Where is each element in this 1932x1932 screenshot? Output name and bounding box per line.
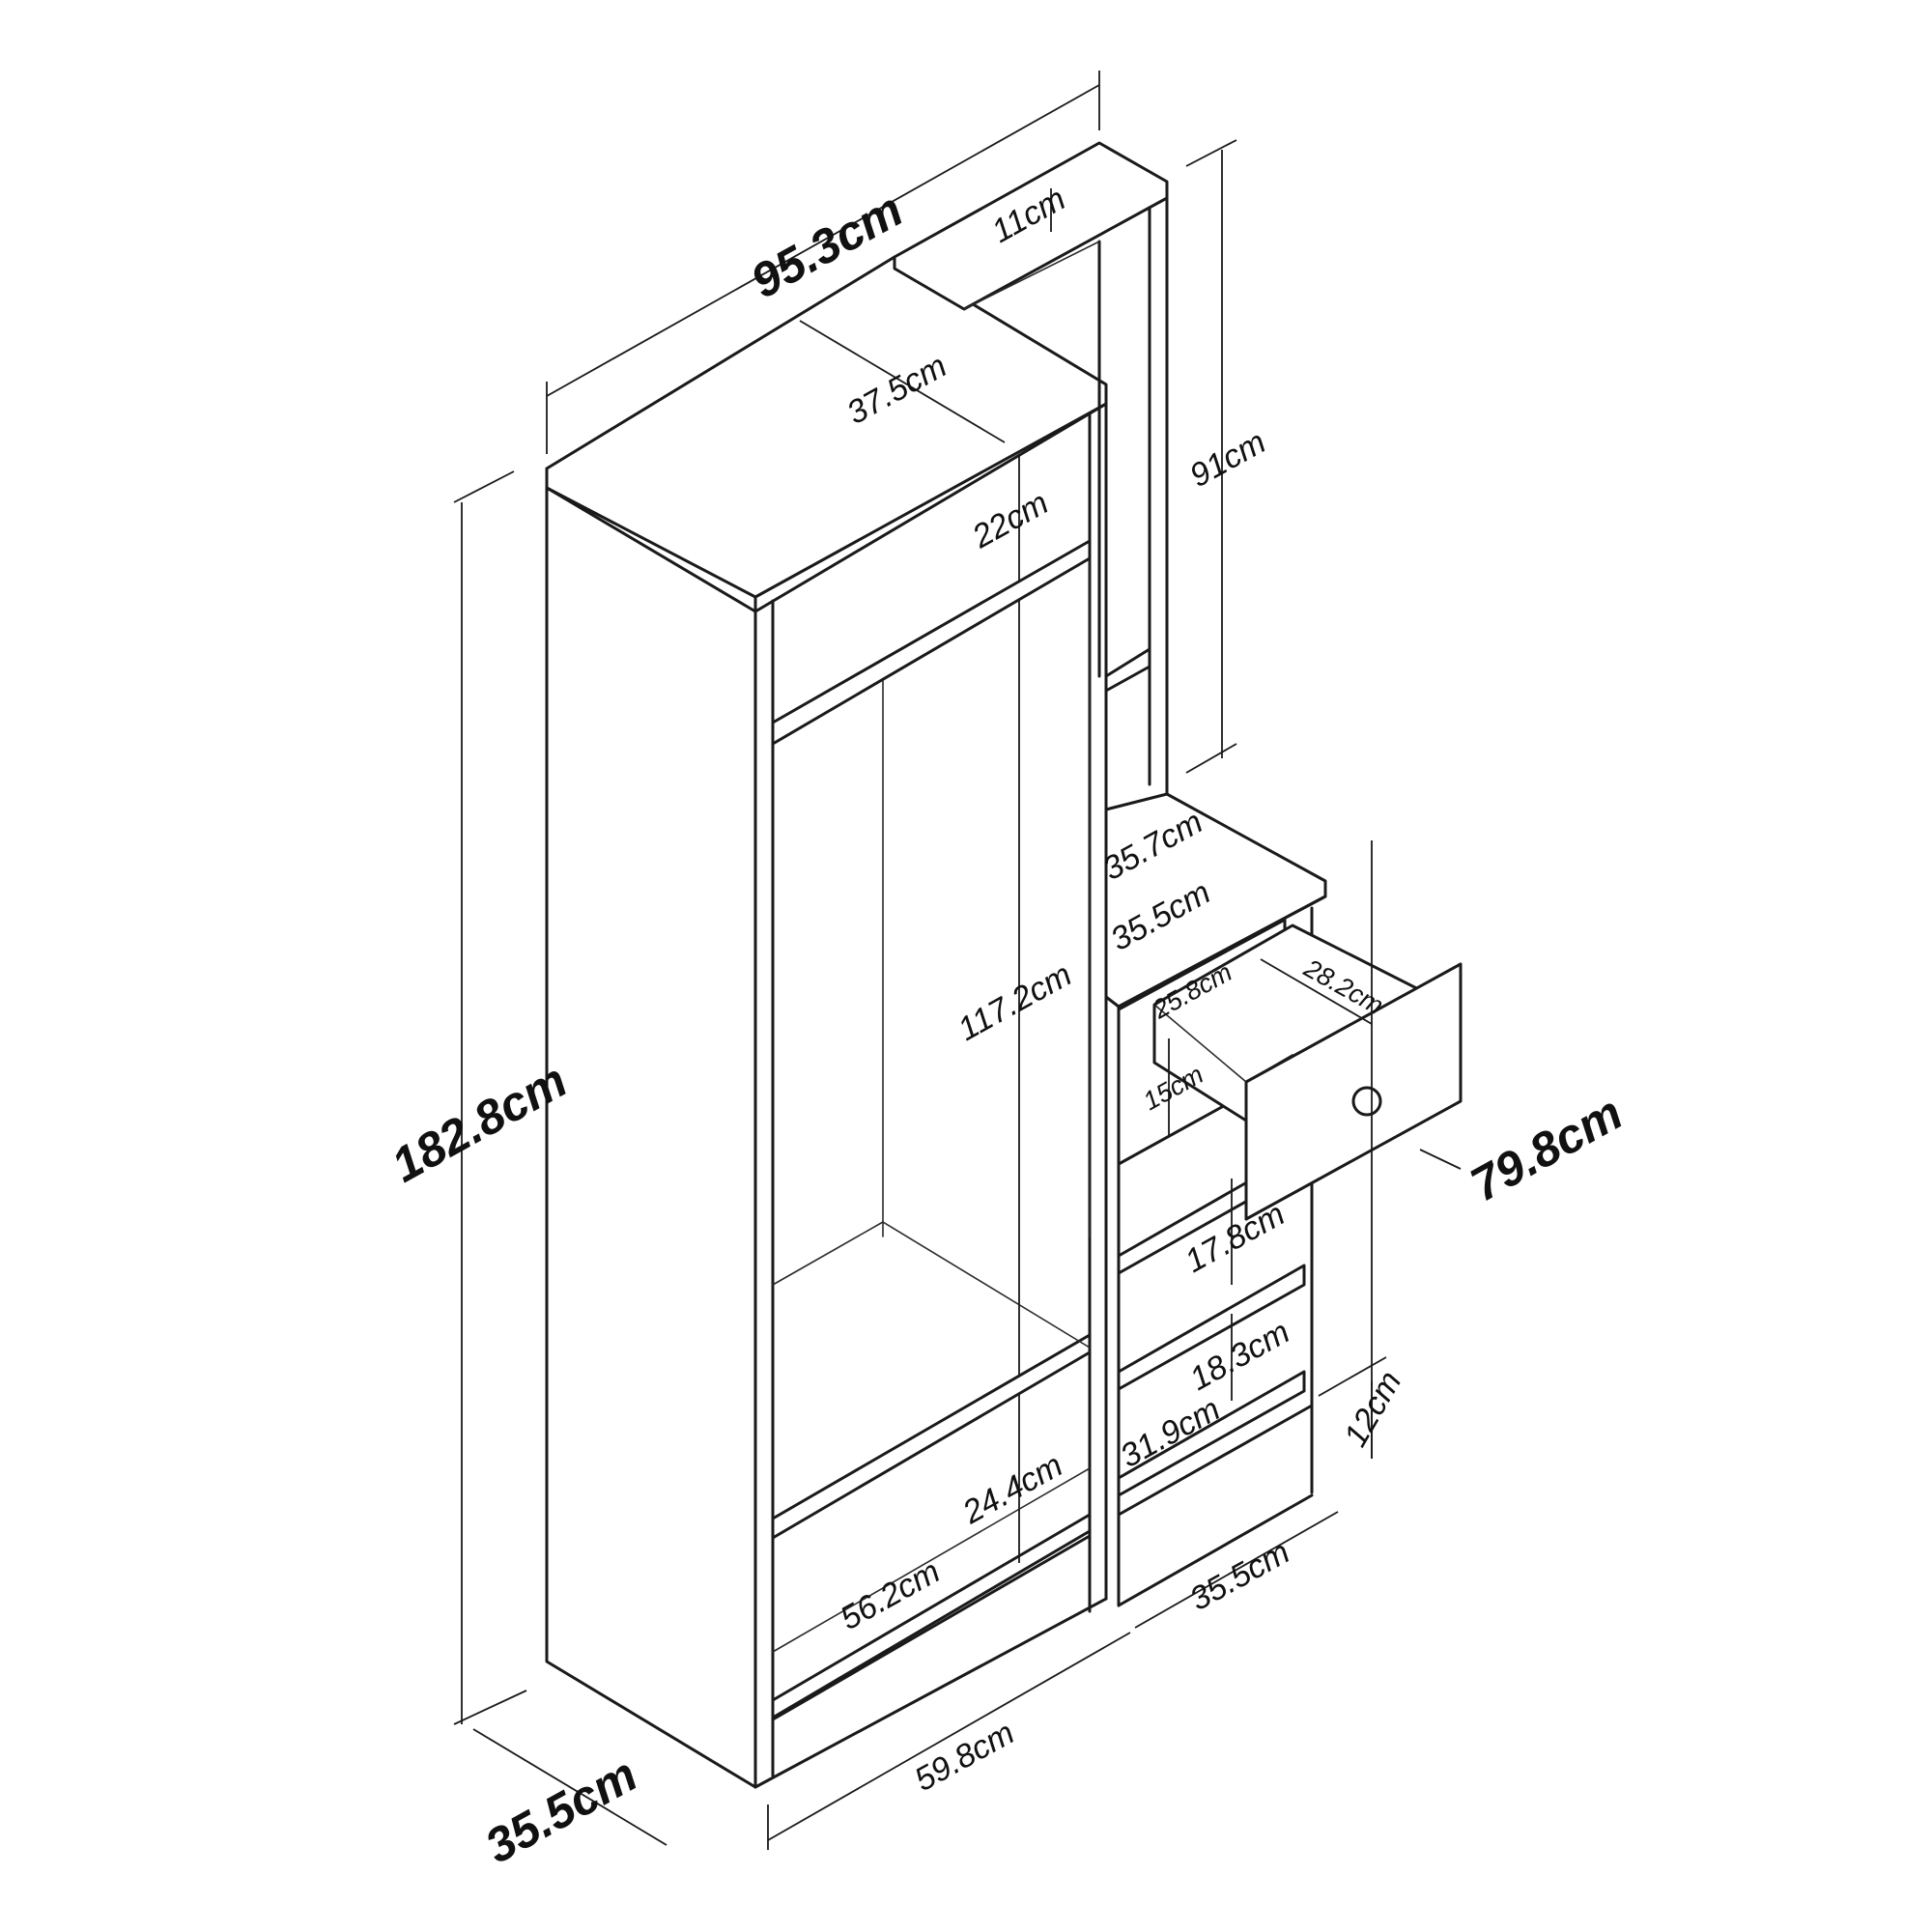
- label-bottom-compartment: 24.4cm: [956, 1447, 1069, 1532]
- desk-shelf-3: [1117, 1370, 1306, 1497]
- label-tower-height: 91cm: [1183, 423, 1271, 495]
- drawer-knob-icon[interactable]: [1351, 1086, 1382, 1117]
- label-side-unit-width: 35.5cm: [1183, 1534, 1295, 1618]
- middle-shelf: [771, 1333, 1092, 1540]
- lower-shelf: [771, 1513, 1092, 1719]
- label-hanging-space: 117.2cm: [952, 956, 1077, 1048]
- drawer-front: [1244, 962, 1463, 1221]
- label-top-compartment: 22cm: [966, 484, 1055, 555]
- label-plinth: 12cm: [1337, 1365, 1408, 1453]
- wardrobe-body: [545, 255, 1108, 1789]
- desk-shelf-2: [1117, 1264, 1306, 1391]
- wardrobe-side-panel: [545, 467, 757, 1789]
- dimension-lines: [453, 71, 1462, 1850]
- open-drawer: [1152, 923, 1463, 1221]
- back-tower: [893, 141, 1169, 796]
- label-desk-height: 79.8cm: [1462, 1085, 1631, 1211]
- label-wardrobe-depth: 35.5cm: [476, 1747, 645, 1873]
- tower-shelf: [1104, 647, 1151, 693]
- upper-shelf: [771, 539, 1092, 746]
